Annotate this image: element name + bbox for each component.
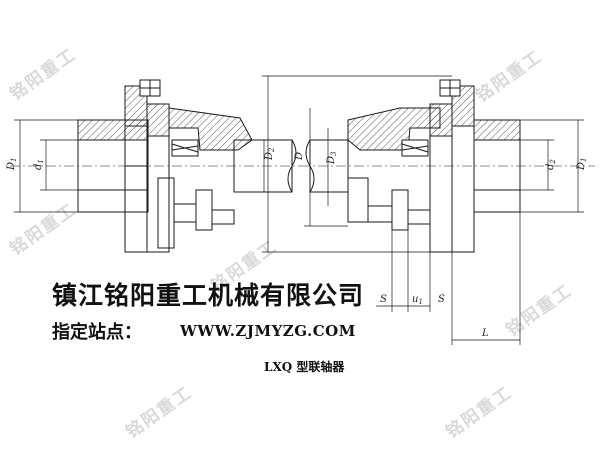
company-name: 镇江铭阳重工机械有限公司 — [52, 281, 365, 310]
label-L: L — [481, 328, 489, 339]
label-S-left: S — [380, 294, 387, 305]
site-label: 指定站点： — [52, 322, 142, 343]
right-coupling — [300, 79, 595, 253]
left-coupling — [10, 79, 300, 253]
label-left-D2: D2 — [264, 147, 276, 161]
label-right-D3: D3 — [326, 151, 338, 165]
label-right-D1: D1 — [576, 158, 588, 172]
label-left-D1: D1 — [6, 158, 18, 172]
site-url[interactable]: WWW.ZJMYZG.COM — [180, 322, 356, 340]
left-sleeve — [168, 107, 253, 151]
right-dimensions — [262, 75, 584, 345]
figure-caption: LXQ 型联轴器 — [264, 360, 345, 374]
dimension-labels: D1 d1 D2 D D3 d2 D1 S u1 S L — [6, 147, 588, 339]
label-left-d1: d1 — [33, 159, 45, 170]
label-S-right: S — [438, 294, 445, 305]
label-right-d2: d2 — [545, 159, 557, 170]
label-right-D: D — [294, 152, 305, 161]
left-dimensions — [14, 119, 265, 213]
right-sleeve — [347, 107, 441, 151]
label-u1: u1 — [412, 294, 423, 306]
